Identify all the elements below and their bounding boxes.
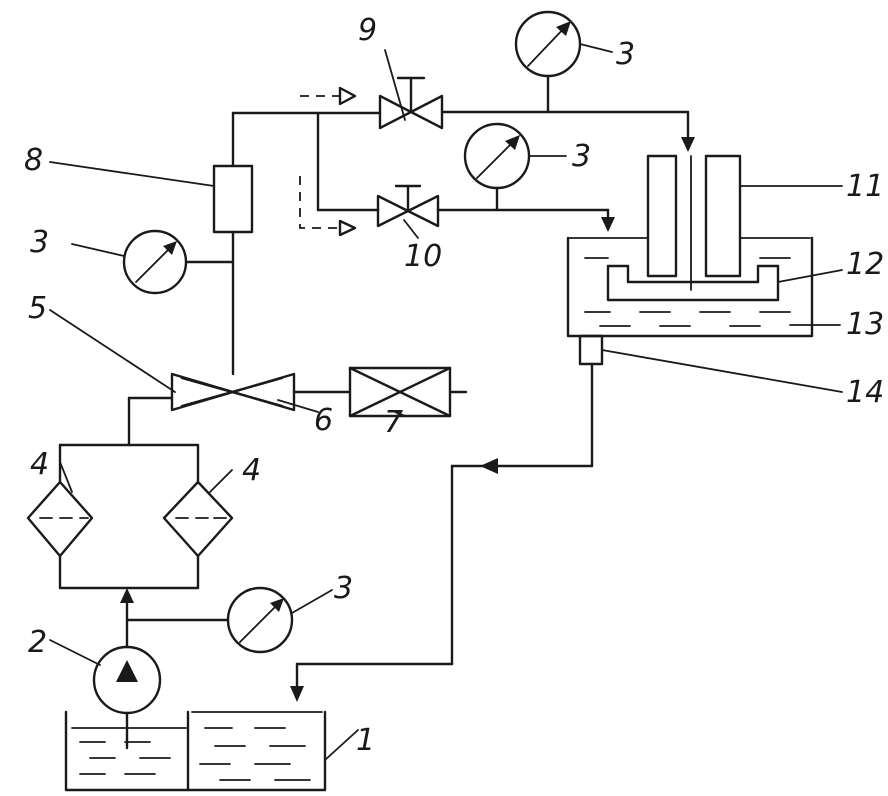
valve-distributor [127,230,352,412]
label-14: 14 [846,375,884,410]
pressure-gauge-top [514,10,613,78]
part-14 [578,334,843,468]
label-13: 13 [846,307,884,342]
part-11 [646,154,843,291]
bath-13 [566,236,841,338]
pump-2 [92,588,162,750]
label-2: 2 [28,625,47,660]
part-12 [606,264,843,302]
filter-right [162,480,234,558]
label-3-top: 3 [616,37,635,72]
label-6: 6 [314,403,333,438]
pressure-gauge-left [71,229,235,295]
label-12: 12 [846,247,884,282]
valve-9 [300,49,444,130]
label-3-pump: 3 [334,571,353,606]
label-7: 7 [384,405,403,440]
pressure-gauge-middle [463,122,567,190]
tank-liquid-dashes [79,727,311,781]
label-8: 8 [24,143,43,178]
filter-left [26,480,94,558]
label-1: 1 [356,723,375,758]
filter-block [26,396,234,590]
label-9: 9 [358,13,377,48]
leader-lines [49,309,406,761]
label-5: 5 [28,291,47,326]
return-line [290,458,594,702]
valve-10 [299,111,615,239]
label-4-left: 4 [30,447,49,482]
pressure-gauge-pump [125,586,333,654]
line-top [440,74,695,152]
label-10: 10 [404,239,442,274]
unit-8 [49,111,382,234]
unit-7 [348,366,468,418]
label-3-left: 3 [30,225,49,260]
label-11: 11 [846,169,884,204]
tank-1 [64,710,327,792]
label-4-right: 4 [242,453,261,488]
diagram-labels: 1 2 3 3 3 3 4 4 5 6 7 8 9 10 11 12 13 14 [24,13,884,758]
label-3-middle: 3 [572,139,591,174]
